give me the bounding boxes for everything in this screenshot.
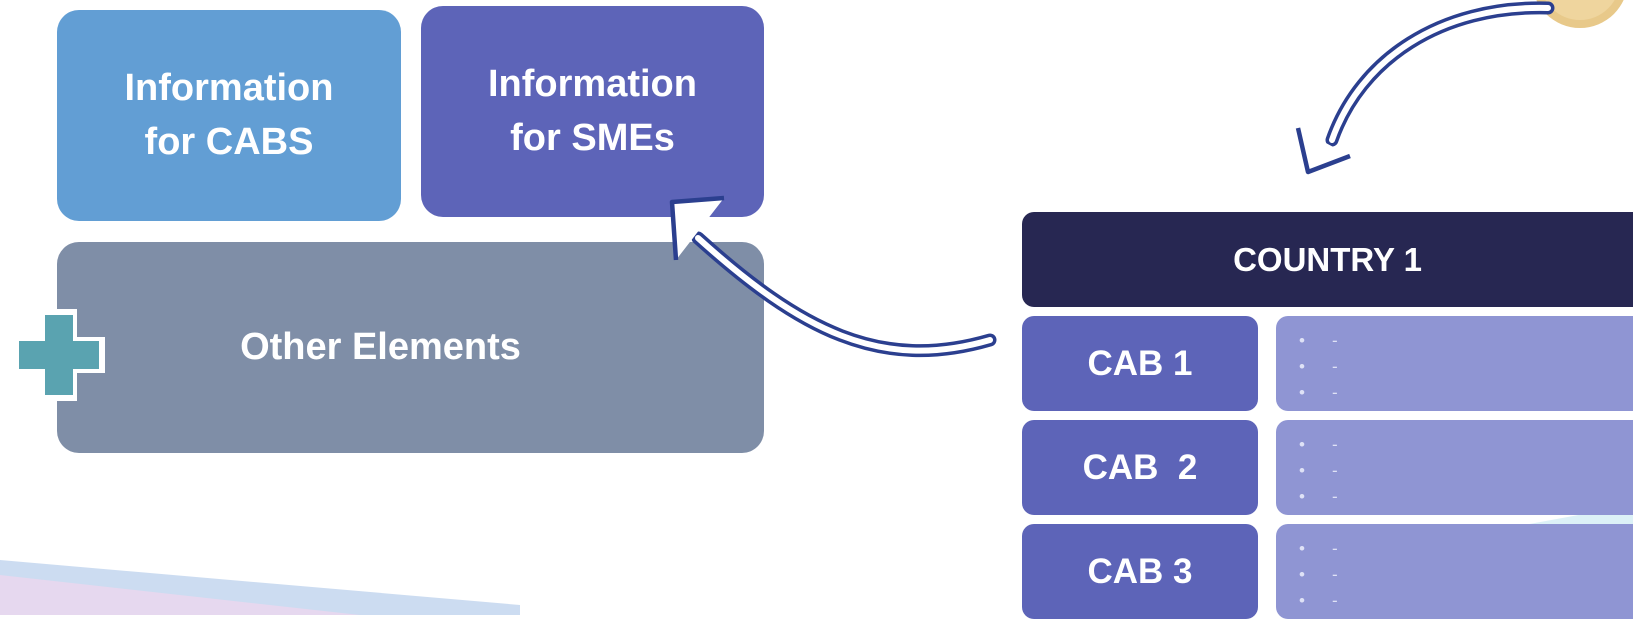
bullet-item: •-: [1299, 461, 1338, 480]
bullet-item: •-: [1299, 435, 1338, 454]
info-for-cabs-box: Information for CABS: [57, 10, 401, 221]
cab-row-label: CAB 2: [1022, 420, 1258, 515]
coin-icon: [1536, 0, 1624, 28]
cab-row-detail: •- •- •-: [1276, 420, 1633, 515]
info-for-cabs-label: Information for CABS: [124, 67, 334, 163]
cab-label-text: CAB 2: [1082, 447, 1198, 487]
cab-row-detail: •- •- •-: [1276, 316, 1633, 411]
cab-row-label: CAB 3: [1022, 524, 1258, 619]
country-header: COUNTRY 1: [1022, 212, 1633, 307]
bullet-item: •-: [1299, 539, 1338, 558]
bullet-item: •-: [1299, 591, 1338, 610]
bullet-item: •-: [1299, 357, 1338, 376]
country-header-label: COUNTRY 1: [1233, 240, 1422, 278]
bullet-item: •-: [1299, 565, 1338, 584]
other-elements-label: Other Elements: [240, 325, 521, 368]
info-for-smes-box: Information for SMEs: [421, 6, 764, 217]
plus-icon: [13, 309, 105, 401]
info-for-smes-label: Information for SMEs: [488, 63, 697, 159]
cab-label-text: CAB 3: [1087, 551, 1193, 591]
cab-row-label: CAB 1: [1022, 316, 1258, 411]
bullet-item: •-: [1299, 383, 1338, 402]
bullet-item: •-: [1299, 331, 1338, 350]
bullet-item: •-: [1299, 487, 1338, 506]
cab-row-detail: •- •- •-: [1276, 524, 1633, 619]
other-elements-box: Other Elements: [57, 242, 764, 453]
cab-label-text: CAB 1: [1087, 343, 1193, 383]
